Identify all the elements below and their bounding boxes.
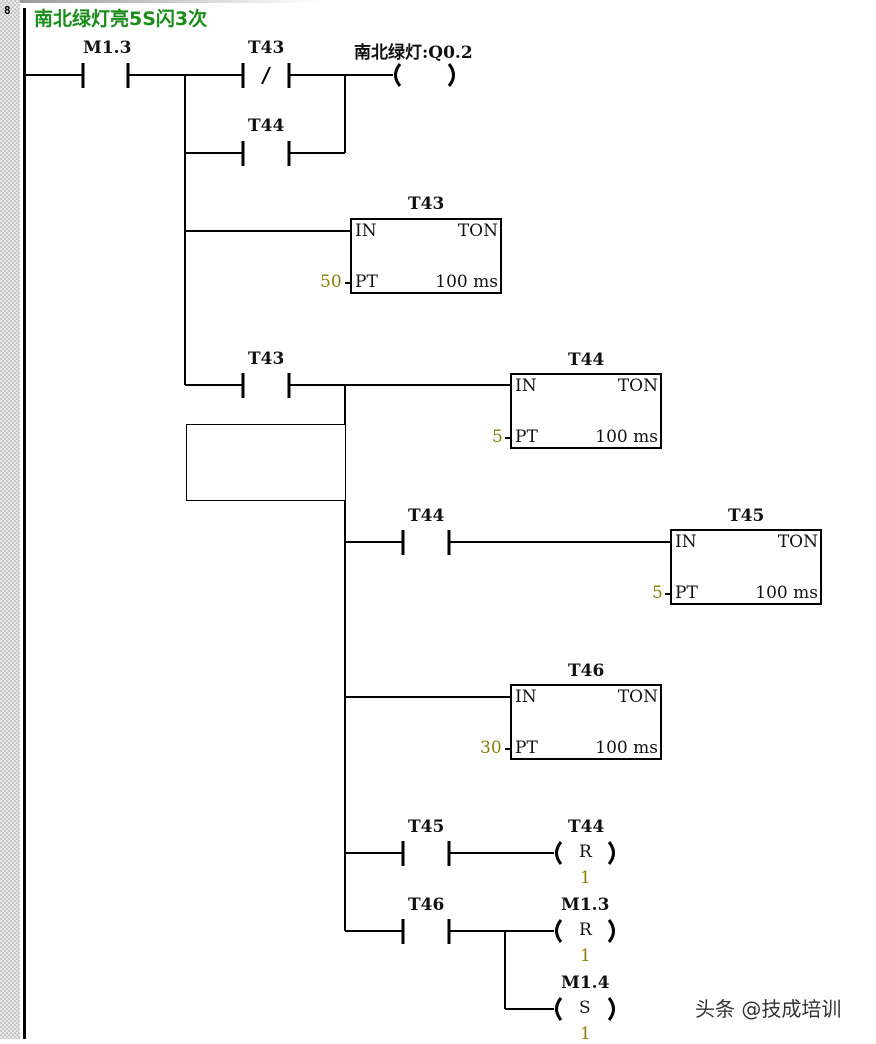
coil-right-paren xyxy=(607,997,615,1021)
coil-address-m1-3[interactable]: M1.3 xyxy=(561,895,610,915)
contact-label-m1-3[interactable]: M1.3 xyxy=(83,38,132,58)
contact-label-t44-parallel[interactable]: T44 xyxy=(248,116,285,136)
timer-type-label: TON xyxy=(617,687,658,707)
network-top-border xyxy=(20,0,320,3)
timer-pt-label: PT xyxy=(675,583,698,603)
timer-base-label: 100 ms xyxy=(435,272,498,292)
timer-type-label: TON xyxy=(617,376,658,396)
coil-left-paren xyxy=(555,841,563,865)
coil-op-reset: R xyxy=(579,920,592,940)
coil-left-paren xyxy=(394,63,402,87)
timer-pt-value-t44[interactable]: 5 xyxy=(492,427,503,447)
coil-address-m1-4[interactable]: M1.4 xyxy=(561,973,610,993)
timer-in-label: IN xyxy=(675,532,697,552)
coil-op-set: S xyxy=(579,998,591,1018)
coil-right-paren xyxy=(607,841,615,865)
timer-block-t46[interactable]: IN TON PT 100 ms xyxy=(510,684,662,760)
timer-base-label: 100 ms xyxy=(755,583,818,603)
empty-selection-box[interactable] xyxy=(186,424,346,501)
timer-pt-label: PT xyxy=(515,427,538,447)
timer-type-label: TON xyxy=(777,532,818,552)
timer-name-t44[interactable]: T44 xyxy=(568,350,605,370)
nc-slash xyxy=(261,66,271,85)
coil-count[interactable]: 1 xyxy=(580,868,591,888)
left-power-rail xyxy=(23,8,26,1039)
coil-right-paren xyxy=(607,919,615,943)
contact-label-t43-no[interactable]: T43 xyxy=(248,349,285,369)
contact-label-t43-nc[interactable]: T43 xyxy=(248,38,285,58)
watermark: 头条 @技成培训 xyxy=(695,997,842,1021)
timer-type-label: TON xyxy=(457,221,498,241)
timer-in-label: IN xyxy=(515,687,537,707)
timer-base-label: 100 ms xyxy=(595,738,658,758)
timer-name-t45[interactable]: T45 xyxy=(728,506,765,526)
timer-base-label: 100 ms xyxy=(595,427,658,447)
timer-pt-label: PT xyxy=(515,738,538,758)
network-title[interactable]: 南北绿灯亮5S闪3次 xyxy=(34,8,208,30)
coil-op-reset: R xyxy=(579,842,592,862)
coil-count[interactable]: 1 xyxy=(580,946,591,966)
contact-label-t45[interactable]: T45 xyxy=(408,817,445,837)
coil-left-paren xyxy=(555,919,563,943)
timer-in-label: IN xyxy=(355,221,377,241)
timer-pt-label: PT xyxy=(355,272,378,292)
timer-pt-value-t45[interactable]: 5 xyxy=(652,583,663,603)
contact-label-t44[interactable]: T44 xyxy=(408,506,445,526)
timer-pt-value-t46[interactable]: 30 xyxy=(480,738,502,758)
network-gutter xyxy=(0,0,20,1039)
output-coil-label[interactable]: 南北绿灯:Q0.2 xyxy=(354,43,473,63)
timer-block-t43[interactable]: IN TON PT 100 ms xyxy=(350,218,502,294)
timer-block-t45[interactable]: IN TON PT 100 ms xyxy=(670,529,822,605)
coil-count[interactable]: 1 xyxy=(580,1024,591,1044)
timer-in-label: IN xyxy=(515,376,537,396)
coil-right-paren xyxy=(447,63,455,87)
timer-block-t44[interactable]: IN TON PT 100 ms xyxy=(510,373,662,449)
contact-label-t46[interactable]: T46 xyxy=(408,895,445,915)
timer-pt-value-t43[interactable]: 50 xyxy=(320,272,342,292)
coil-address-t44[interactable]: T44 xyxy=(568,817,605,837)
coil-left-paren xyxy=(555,997,563,1021)
timer-name-t43[interactable]: T43 xyxy=(408,194,445,214)
timer-name-t46[interactable]: T46 xyxy=(568,661,605,681)
network-number: 8 xyxy=(4,4,11,17)
